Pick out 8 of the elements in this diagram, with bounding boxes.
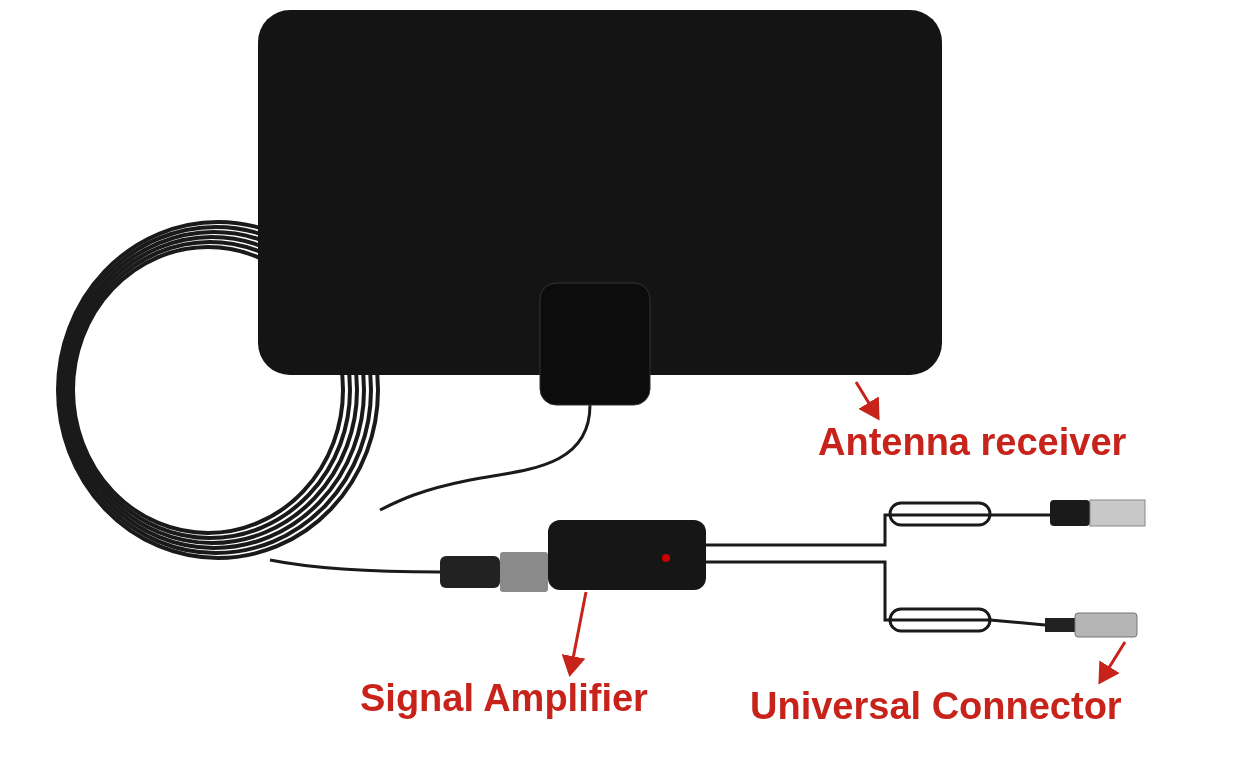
part-label: Universal Connector [750,684,1122,728]
leader-arrow [561,591,588,677]
leader-arrow [1098,641,1127,685]
antenna-panel-drawing [258,10,942,406]
part-label: Signal Amplifier [360,676,648,720]
part-label: Antenna receiver [818,420,1127,464]
amplifier-box-drawing [548,520,706,590]
leader-arrow [854,381,880,421]
